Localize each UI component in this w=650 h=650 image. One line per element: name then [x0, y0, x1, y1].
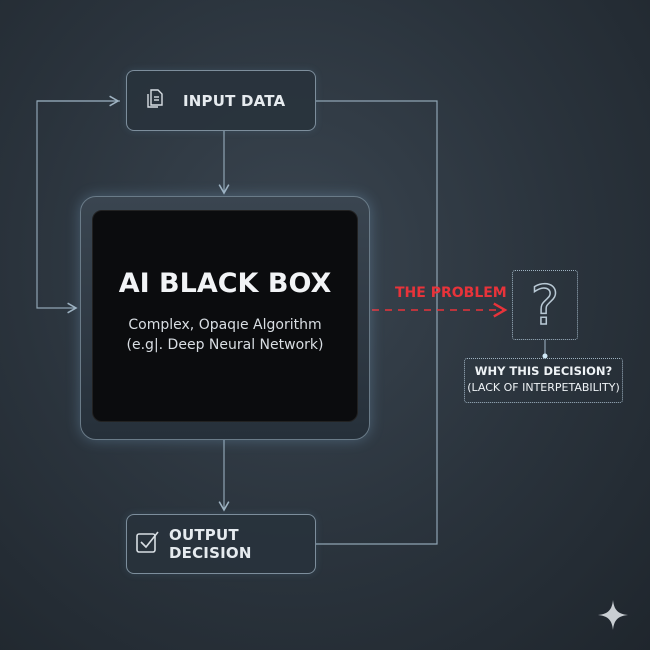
feedback-loop-right	[316, 100, 438, 545]
black-box-subtitle: Complex, Opaqıe Algorithm (e.g|. Deep Ne…	[127, 315, 324, 355]
black-box-title: AI BLACK BOX	[118, 267, 332, 299]
sparkle-icon	[598, 600, 628, 630]
why-label: WHY THIS DECISION?	[474, 364, 613, 378]
documents-icon	[145, 88, 165, 114]
subtitle-line-2: (e.g|. Deep Neural Network)	[126, 336, 324, 353]
question-box: ?	[512, 270, 578, 340]
checkbox-icon	[135, 529, 161, 559]
input-data-label: INPUT DATA	[183, 91, 286, 110]
interpretability-label: (LACK OF INTERPETABILITY)	[467, 381, 620, 394]
why-this-decision-box: WHY THIS DECISION? (LACK OF INTERPETABIL…	[464, 358, 623, 403]
output-decision-label: OUTPUT DECISION	[169, 526, 252, 562]
output-decision-node: OUTPUT DECISION	[126, 514, 316, 574]
ai-black-box: AI BLACK BOX Complex, Opaqıe Algorithm (…	[92, 210, 358, 422]
subtitle-line-1: Complex, Opaqıe Algorithm	[128, 316, 322, 333]
question-mark-icon: ?	[530, 273, 560, 338]
input-data-node: INPUT DATA	[126, 70, 316, 131]
the-problem-label: THE PROBLEM	[395, 285, 507, 301]
